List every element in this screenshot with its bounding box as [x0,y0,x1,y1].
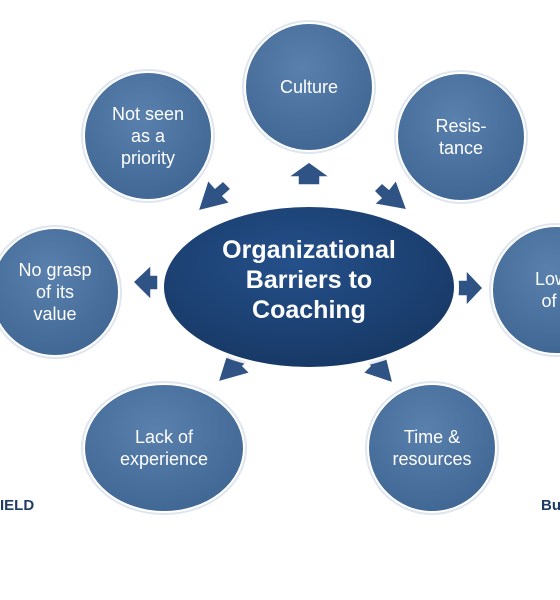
node-label-line: value [33,304,76,324]
node-label-line: Low l [535,269,560,289]
arrow-right-low [457,268,485,308]
cropped-right-caption: Bu [541,497,560,514]
node-label-line: Lack of [135,427,194,447]
node-resistance: Resis-tance [394,70,528,204]
node-label-line: No grasp [18,260,91,280]
center-ellipse [162,205,456,369]
node-label: Time &resources [392,427,471,469]
arrow-left-nograsp [131,263,159,302]
node-label: Culture [280,77,338,97]
arrow-up-culture [285,161,333,186]
node-low-level: Low l of s [489,223,560,357]
node-label-line: Culture [280,77,338,97]
node-circle [0,227,120,357]
center-title-line: Coaching [252,296,366,324]
node-culture: Culture [242,20,376,154]
arrow-upleft-priority [196,178,233,213]
node-circle [83,383,245,513]
node-label-line: priority [121,148,175,168]
node-label: Low l of s [535,269,560,311]
center-title-line: Barriers to [246,266,372,294]
arrows-group [131,161,485,385]
cropped-left-caption: IELD [0,497,35,514]
node-circle [367,383,497,513]
node-label: Resis-tance [435,116,486,158]
node-label-line: tance [439,138,483,158]
node-label-line: resources [392,449,471,469]
node-label-line: Not seen [112,104,184,124]
center-title-line: Organizational [222,236,396,264]
node-label-line: Resis- [435,116,486,136]
node-circle [244,22,374,152]
arrow-upright-resistance [372,178,409,211]
node-circle [491,225,560,355]
node-label-line: Time & [404,427,460,447]
node-label-line: experience [120,449,208,469]
node-label-line: of its [36,282,74,302]
node-time-resources: Time &resources [365,381,499,515]
node-label-line: of s [541,291,560,311]
node-circle [83,71,213,201]
node-label-line: as a [131,126,166,146]
node-circle [396,72,526,202]
